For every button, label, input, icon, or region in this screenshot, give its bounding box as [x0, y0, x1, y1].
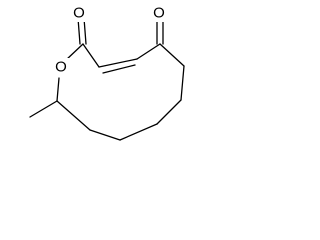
bond-alkene-to-ketone: [136, 43, 161, 60]
bond-chain-2: [180, 65, 185, 101]
bond-chain-3: [156, 99, 182, 125]
bond-carbonyl-to-ring-oxygen: [65, 43, 84, 61]
bond-ch-to-methyl: [29, 100, 58, 118]
ester-carbonyl-oxygen-label: O: [73, 5, 85, 22]
bonds: [29, 17, 185, 141]
chemical-structure-diagram: O O O: [29, 5, 185, 141]
bond-alkene-a: [98, 58, 138, 68]
bond-chain-5: [89, 129, 121, 141]
ketone-carbonyl-oxygen-label: O: [153, 5, 165, 22]
ring-oxygen-label: O: [55, 59, 67, 76]
bond-chain-4: [119, 123, 158, 141]
bond-ester-carbonyl-a: [77, 17, 81, 45]
bond-carbonyl-to-alkene: [82, 43, 100, 68]
bond-alkene-b: [102, 64, 136, 74]
bond-ester-carbonyl-b: [83, 17, 87, 45]
atom-labels: O O O: [53, 5, 167, 76]
bond-chain-1: [159, 43, 185, 67]
bond-chain-6: [56, 100, 91, 131]
bond-ring-oxygen-to-ch: [56, 77, 60, 102]
